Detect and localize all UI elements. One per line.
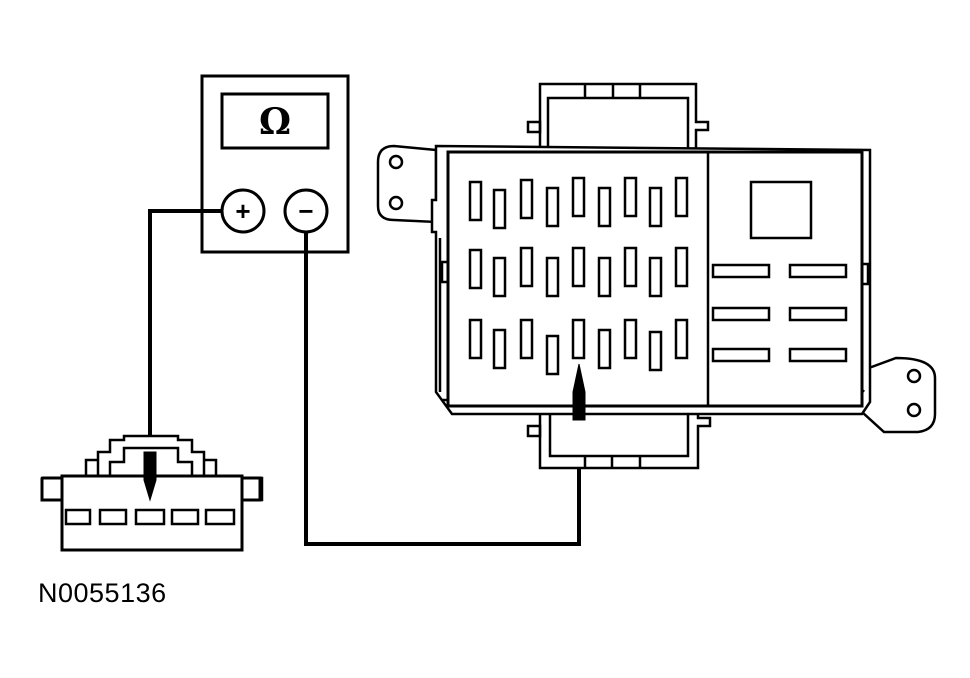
ohmmeter-display	[220, 92, 330, 150]
harness-connector-cavities	[64, 508, 236, 526]
flat-terminal-slots	[711, 263, 848, 363]
module-mounting-bracket-left	[376, 144, 438, 224]
negative-probe-tip	[572, 363, 586, 421]
positive-terminal-label: +	[235, 196, 250, 226]
bracket-hole	[906, 368, 922, 384]
ohmmeter: Ω + −	[200, 74, 350, 254]
module-face	[446, 150, 864, 408]
connector-pin-row	[468, 246, 689, 298]
positive-probe-tip	[143, 451, 157, 502]
bracket-hole	[388, 154, 404, 170]
connector-pin-row	[468, 318, 689, 376]
ohm-symbol: Ω	[259, 101, 291, 143]
figure-id: N0055136	[38, 578, 167, 608]
positive-test-lead	[148, 209, 222, 452]
bracket-hole	[906, 402, 922, 418]
negative-terminal-label: −	[298, 196, 313, 226]
module-square-pad	[749, 180, 813, 240]
negative-test-lead	[304, 232, 581, 546]
module-top-shroud	[538, 82, 710, 152]
connector-pin-row	[468, 176, 689, 230]
bracket-hole	[388, 195, 404, 211]
electronic-module	[376, 82, 937, 470]
module-mounting-bracket-right	[856, 356, 937, 434]
